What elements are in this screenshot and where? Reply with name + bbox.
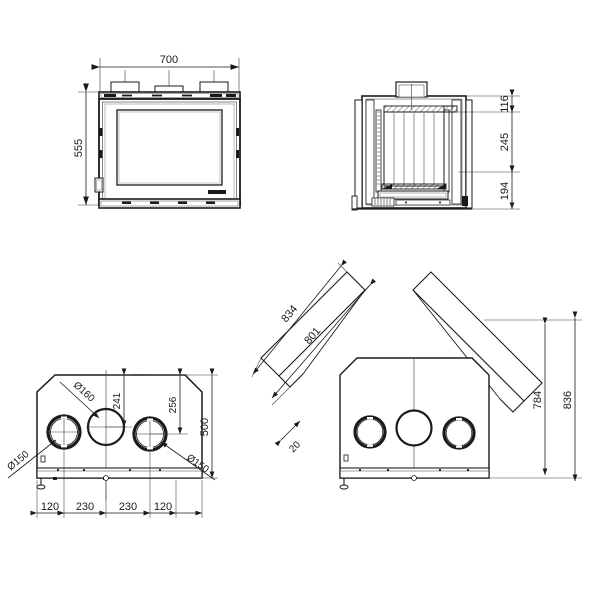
rear-bottom-rail xyxy=(36,467,203,480)
dimension-256-label: 256 xyxy=(168,396,179,413)
front-top-flange xyxy=(98,91,241,100)
section-ash-drawer xyxy=(377,190,449,200)
rear-adjustable-foot xyxy=(36,475,109,490)
dimension-700-label: 700 xyxy=(160,54,178,66)
dimension-230-right: 230 xyxy=(99,501,150,516)
dimension-194: 194 xyxy=(499,165,515,209)
front-side-latch xyxy=(94,177,104,193)
rear-view: Ø160 Ø150 Ø150 241 256 xyxy=(5,368,218,518)
corner-right-witness-lines xyxy=(484,319,582,479)
section-top-baffle xyxy=(383,105,458,113)
dimension-116-label: 116 xyxy=(499,95,511,113)
dimension-chain-bottom: 120 230 230 120 xyxy=(30,501,202,516)
section-right-channel xyxy=(443,99,462,205)
dimension-230-left: 230 xyxy=(57,501,106,516)
dimension-241: 241 xyxy=(105,368,132,428)
dimension-700: 700 xyxy=(91,54,239,70)
front-logo-plate xyxy=(208,190,226,194)
dimension-230-right-label: 230 xyxy=(119,501,137,513)
dimension-836: 836 xyxy=(562,311,578,481)
dimension-chain-right: 116 245 194 xyxy=(499,89,515,209)
dimension-555-label: 555 xyxy=(73,139,85,157)
corner-port-detail xyxy=(343,454,349,462)
dimension-230-left-label: 230 xyxy=(76,501,94,513)
section-bottom-louvres xyxy=(371,197,451,207)
dimension-120-right-label: 120 xyxy=(154,501,172,513)
section-right-bracket xyxy=(462,99,473,209)
dimension-245: 245 xyxy=(499,105,515,172)
corner-right-wing xyxy=(412,271,543,413)
rear-port-detail xyxy=(40,455,46,463)
dimension-784: 784 xyxy=(532,317,548,475)
dimension-784-label: 784 xyxy=(532,391,544,409)
dimension-120-right: 120 xyxy=(143,501,176,516)
corner-view: 834 801 20 784 836 xyxy=(251,259,582,490)
dimension-500-label: 500 xyxy=(199,418,211,436)
corner-outlet-centre xyxy=(395,409,433,447)
dimension-500: 500 xyxy=(185,368,218,479)
section-flue-collar xyxy=(395,81,428,110)
section-left-channel xyxy=(365,99,382,205)
dimension-245-label: 245 xyxy=(499,133,511,151)
front-side-clips xyxy=(99,128,239,158)
section-hearth xyxy=(381,183,447,190)
dimension-241-label: 241 xyxy=(112,392,123,409)
corner-outlets xyxy=(353,409,476,450)
section-view: 116 245 194 xyxy=(351,81,520,211)
dimension-256: 256 xyxy=(150,368,188,435)
front-glass-window xyxy=(116,109,223,186)
dimension-116: 116 xyxy=(499,89,515,113)
corner-adjustable-foot xyxy=(339,475,417,490)
front-view: 700 555 xyxy=(73,54,241,209)
section-firebrick-lines xyxy=(393,113,435,185)
section-left-bracket xyxy=(351,99,363,211)
dimension-836-label: 836 xyxy=(562,391,574,409)
dimension-194-label: 194 xyxy=(499,182,511,200)
front-bottom-plinth xyxy=(98,198,241,209)
dimension-120-left-label: 120 xyxy=(41,501,59,513)
front-view-witness-lines xyxy=(78,58,240,206)
dimension-555: 555 xyxy=(73,83,89,205)
